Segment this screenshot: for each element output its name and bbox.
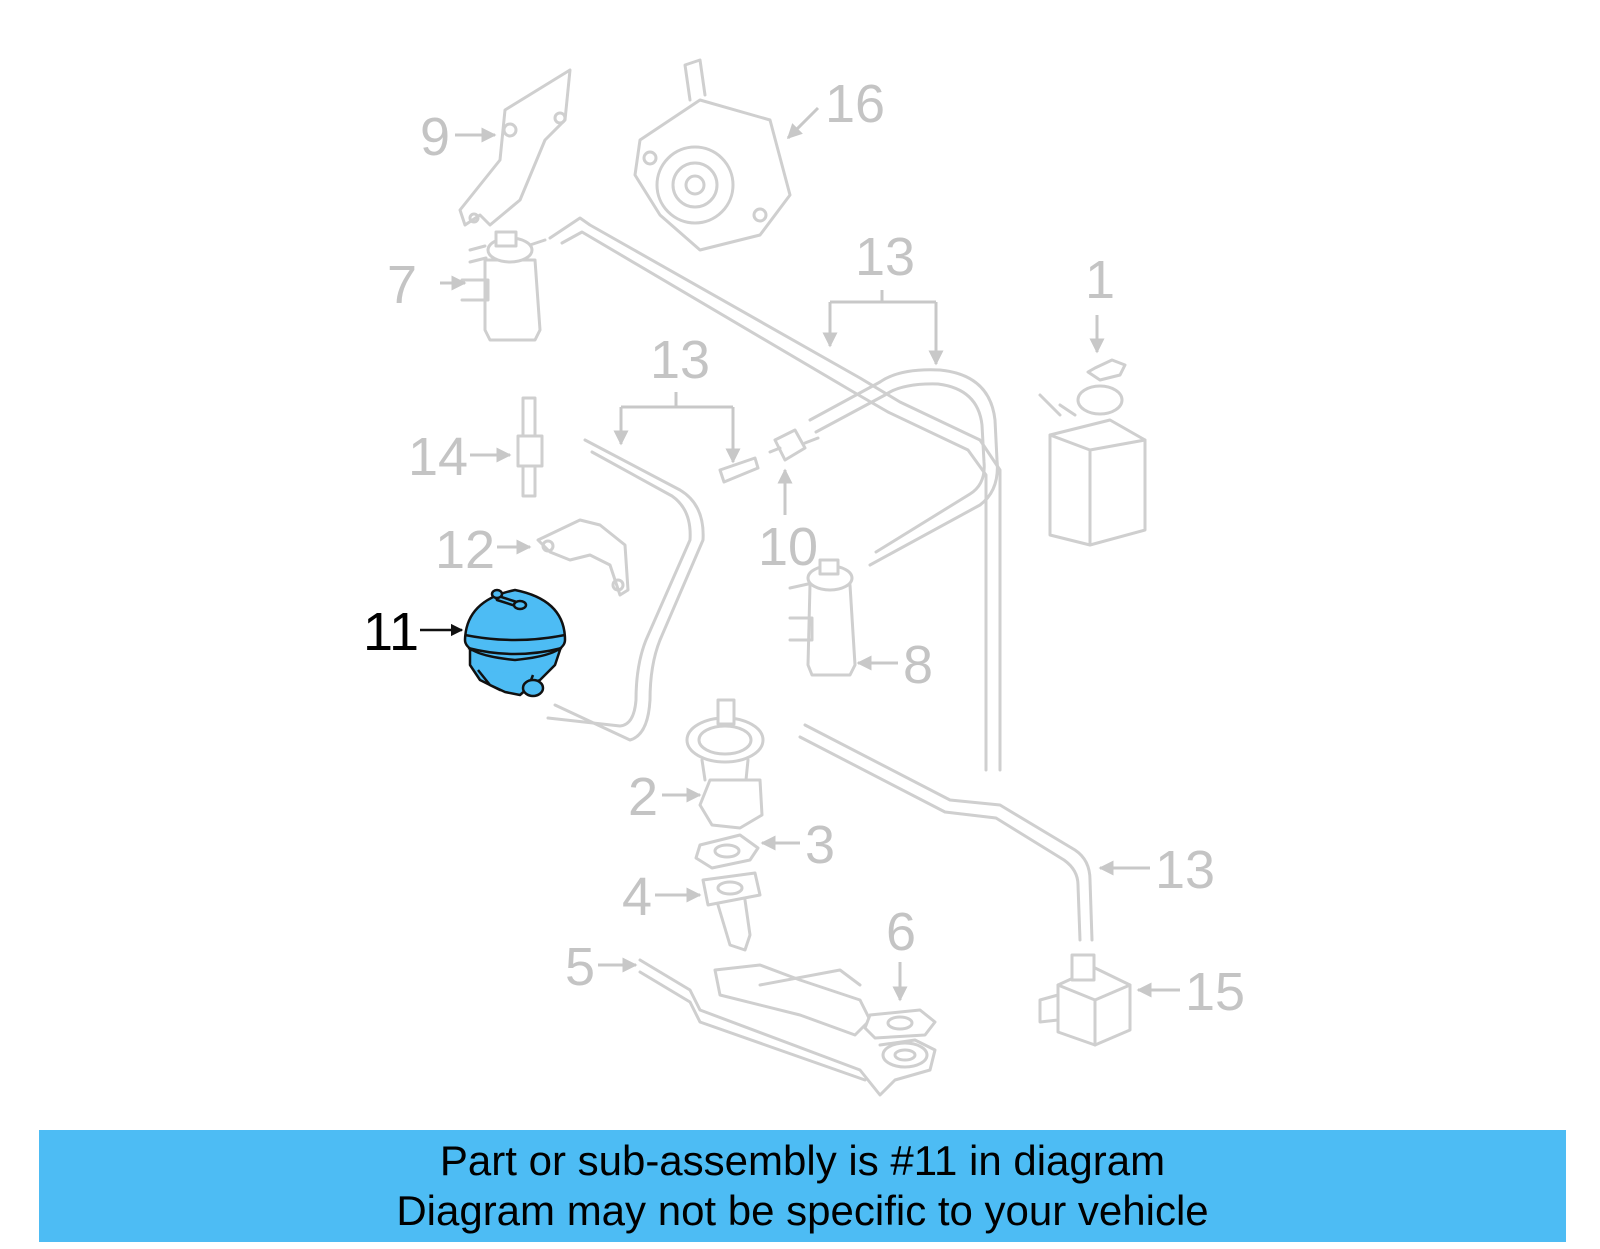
part-16-pump	[633, 58, 792, 252]
callout-14: 14	[408, 427, 468, 487]
part-3-gasket	[694, 833, 760, 870]
part-6-gasket	[863, 1008, 937, 1040]
leader-13-middle	[619, 392, 735, 458]
part-8-solenoid	[788, 558, 857, 677]
part-1-canister	[1038, 358, 1147, 547]
hose-upper-long-inner	[560, 230, 988, 772]
banner-line-2: Diagram may not be specific to your vehi…	[396, 1187, 1209, 1234]
callout-11: 11	[363, 602, 419, 662]
callout-13-upper: 13	[855, 227, 915, 287]
callout-16: 16	[825, 74, 885, 134]
part-12-bracket	[536, 518, 630, 597]
leader-16	[786, 106, 820, 140]
part-15-solenoid	[1038, 953, 1132, 1047]
callout-13-middle: 13	[650, 330, 710, 390]
part-14-connector	[516, 396, 544, 498]
callout-1: 1	[1085, 250, 1115, 310]
callout-12: 12	[435, 520, 495, 580]
hose-short-piece	[718, 456, 760, 484]
part-2-egr-valve	[685, 698, 765, 830]
hose-lower-outer	[803, 723, 1094, 942]
callout-7: 7	[387, 255, 417, 315]
hose-s-outer	[553, 438, 705, 742]
callout-10: 10	[758, 517, 818, 577]
hose-lower-inner	[798, 735, 1082, 942]
leader-13-upper	[828, 290, 938, 360]
part-4-pipe	[701, 871, 762, 952]
callout-4: 4	[622, 867, 652, 927]
callout-13-lower: 13	[1155, 840, 1215, 900]
banner-line-1: Part or sub-assembly is #11 in diagram	[439, 1137, 1166, 1184]
part-10-valve	[768, 428, 820, 462]
part-9-bracket	[458, 68, 572, 227]
callout-3: 3	[805, 815, 835, 875]
callout-2: 2	[628, 767, 658, 827]
info-banner: Part or sub-assembly is #11 in diagram D…	[39, 1130, 1566, 1242]
hose-s-inner	[546, 450, 692, 728]
part-11-reservoir-highlighted	[463, 588, 567, 698]
callout-5: 5	[565, 937, 595, 997]
parts-diagram: 9 16 7 13 1 13	[363, 58, 1245, 1097]
hose-loop-inner	[814, 382, 986, 554]
part-7-solenoid	[460, 230, 547, 342]
callout-6: 6	[886, 902, 916, 962]
callout-8: 8	[903, 635, 933, 695]
callout-15: 15	[1185, 962, 1245, 1022]
callout-9: 9	[420, 107, 450, 167]
hose-loop-outer	[808, 368, 999, 567]
